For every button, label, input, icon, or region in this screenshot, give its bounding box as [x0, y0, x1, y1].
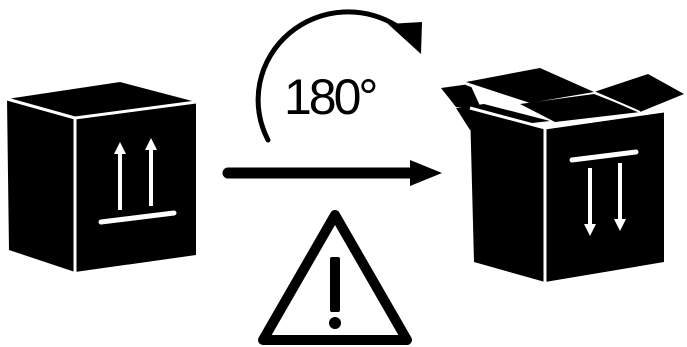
closed-box-upright-icon	[7, 82, 196, 272]
right-arrow-icon	[228, 160, 442, 186]
rotation-label: 180°	[284, 69, 375, 125]
open-box-upside-down-icon	[441, 68, 684, 282]
warning-triangle-icon	[263, 215, 407, 340]
